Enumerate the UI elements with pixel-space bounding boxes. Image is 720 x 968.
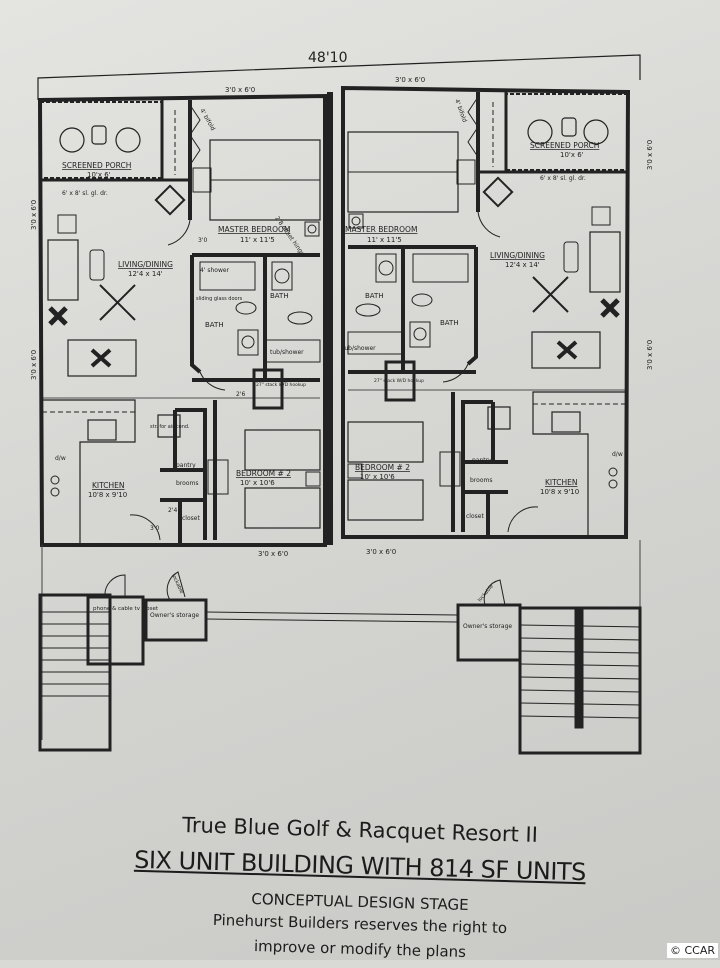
window-size-label: 3'0 x 6'0 [395, 76, 425, 84]
tub-shower-label: tub/shower [270, 349, 304, 356]
tub-shower-label: tub/shower [342, 345, 376, 352]
stack-washer-dryer-label: 27" stack W/D hookup [256, 382, 306, 388]
window-size-label: 3'0 x 6'0 [225, 86, 255, 94]
kitchen-label: KITCHEN [545, 478, 578, 487]
door-size-label: 3'0 [150, 525, 159, 532]
brooms-label: brooms [176, 480, 198, 487]
bath-label: BATH [270, 292, 289, 300]
watermark: © CCAR [667, 943, 718, 958]
living-dining-size: 12'4 x 14' [505, 261, 540, 269]
kitchen-label: KITCHEN [92, 481, 125, 490]
pantry-label: pantry [472, 457, 492, 464]
owners-storage-label: Owner's storage [150, 612, 199, 619]
brooms-label: brooms [470, 477, 492, 484]
offset-hinge-label: 2'8 offset hinge [273, 215, 306, 258]
slider-label: 6' x 8' sl. gl. dr. [62, 190, 108, 197]
pantry-label: pantry [176, 462, 196, 469]
air-conditioner-label: str. for air cond. [150, 424, 190, 430]
window-size-label: 3'0 x 6'0 [258, 550, 288, 558]
bath-label: BATH [440, 319, 459, 327]
screened-porch-label: SCREENED PORCH [530, 141, 599, 150]
kitchen-size: 10'8 x 9'10 [88, 491, 127, 499]
bath-label: BATH [205, 321, 224, 329]
phone-closet-label: phone & cable tv closet [93, 606, 159, 612]
screened-porch-size: 10'x 6' [560, 151, 584, 159]
screened-porch-size: 10'x 6' [87, 171, 111, 179]
master-bedroom-size: 11' x 11'5 [367, 236, 402, 244]
bifold-label: 4' bifold [198, 108, 216, 133]
living-dining-size: 12'4 x 14' [128, 270, 163, 278]
bedroom-2-label: BEDROOM # 2 [355, 463, 410, 472]
slider-label: 6' x 8' sl. gl. dr. [540, 175, 586, 182]
master-bedroom-label: MASTER BEDROOM [345, 225, 417, 234]
kitchen-size: 10'8 x 9'10 [540, 488, 579, 496]
bedroom-2-label: BEDROOM # 2 [236, 469, 291, 478]
window-size-label: 3'0 x 6'0 [30, 200, 38, 230]
master-bedroom-size: 11' x 11'5 [240, 236, 275, 244]
shower-label: 4' shower [200, 267, 230, 274]
window-size-label: 3'0 x 6'0 [646, 140, 654, 170]
owners-storage-label: Owner's storage [463, 623, 512, 630]
lockable-label: lockable [170, 573, 184, 594]
door-size-label: 2'4 [168, 507, 177, 514]
living-dining-label: LIVING/DINING [118, 260, 173, 269]
stack-washer-dryer-label: 27" stack W/D hookup [374, 378, 424, 384]
window-size-label: 3'0 x 6'0 [646, 340, 654, 370]
glass-doors-label: sliding glass doors [196, 296, 243, 302]
overall-dimension-label: 48'10 [308, 50, 347, 66]
closet-label: closet [466, 513, 484, 520]
right-unit-labels: SCREENED PORCH 10'x 6' 6' x 8' sl. gl. d… [342, 76, 654, 556]
closet-label: closet [182, 515, 200, 522]
lockable-label: lockable [477, 584, 495, 604]
screened-porch-label: SCREENED PORCH [62, 161, 131, 170]
bedroom-2-size: 10' x 10'6 [240, 479, 275, 487]
window-size-label: 3'0 x 6'0 [366, 548, 396, 556]
door-size-label: 3'0 [198, 237, 207, 244]
bedroom-2-size: 10' x 10'6 [360, 473, 395, 481]
bifold-label: 4' bifold [453, 98, 468, 123]
window-size-label: 3'0 x 6'0 [30, 350, 38, 380]
dishwasher-label: d/w [55, 455, 66, 462]
stair-area [40, 572, 640, 753]
bath-label: BATH [365, 292, 384, 300]
dishwasher-label: d/w [612, 451, 623, 458]
door-size-label: 2'6 [236, 391, 245, 398]
living-dining-label: LIVING/DINING [490, 251, 545, 260]
